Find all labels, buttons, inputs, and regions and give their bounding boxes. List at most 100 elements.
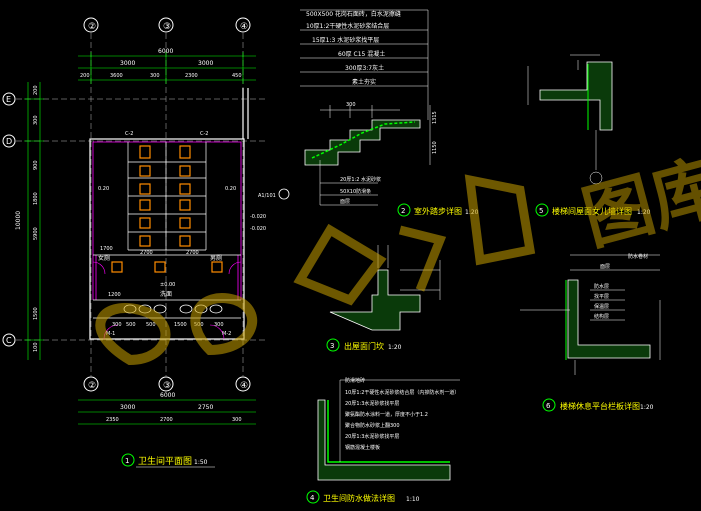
landing-scale: 1:20 xyxy=(640,404,654,411)
stair-note-6: 素土夯实 xyxy=(352,78,376,86)
inner-dim-4: 1200 xyxy=(108,292,121,298)
dim-small-3: 300 xyxy=(150,73,160,79)
landing-title-num: 6 xyxy=(546,402,551,410)
axis-label-d: D xyxy=(6,137,12,146)
section-bubble xyxy=(278,188,290,200)
wp-note-4: 聚氨酯防水涂料一道，厚度不小于1.2 xyxy=(345,411,428,418)
grid-bubble-top-2: ③ xyxy=(163,22,171,32)
detail-landing: 防水卷材 面层 防水层 找平层 保温层 结构层 6 楼梯休息平台栏板详图 1:2… xyxy=(520,253,661,412)
detail-waterproof: 防滑地砖 10厚1:2干硬性水泥砂浆结合层（内掺防水剂一道） 20厚1:3水泥砂… xyxy=(306,377,460,504)
inner-dim-6: 500 xyxy=(146,322,156,328)
elev-2: -0.020 xyxy=(250,214,266,220)
dim-bottom-2: 3000 xyxy=(120,404,135,411)
stair-title-num: 2 xyxy=(401,207,405,215)
landing-note-3: 防水层 xyxy=(594,283,609,290)
stair-section xyxy=(304,119,421,166)
grid-bubble-top-3: ④ xyxy=(240,22,248,32)
grid-bubble-bottom-2: ③ xyxy=(163,381,171,391)
wp-note-5: 聚合物防水砂浆上翻300 xyxy=(345,422,400,429)
landing-title: 楼梯休息平台栏板详图 xyxy=(560,401,640,411)
wp-note-7: 钢筋混凝土楼板 xyxy=(345,444,380,451)
dim-side-2: 300 xyxy=(33,115,39,125)
plan-title-num: 1 xyxy=(125,457,129,465)
dim-bottom-4: 2350 xyxy=(106,417,119,423)
parapet-title: 楼梯间屋面女儿墙详图 xyxy=(552,206,632,216)
stair-note-2: 10厚1:2干硬性水泥砂浆结合层 xyxy=(306,22,389,30)
inner-dim-1: 1700 xyxy=(100,246,113,252)
landing-note-2: 面层 xyxy=(600,264,610,270)
door-label-1: M-1 xyxy=(106,331,115,337)
inner-dim-2: 2700 xyxy=(140,250,153,256)
dim-side-6: 1500 xyxy=(33,307,39,320)
inner-dim-5: 500 xyxy=(126,322,136,328)
wp-note-2: 10厚1:2干硬性水泥砂浆结合层（内掺防水剂一道） xyxy=(345,389,459,396)
window-label-1: C-2 xyxy=(125,131,133,137)
dim-top-2: 3000 xyxy=(198,60,213,67)
wp-title: 卫生间防水做法详图 xyxy=(323,493,395,503)
dim-small-5: 450 xyxy=(232,73,242,79)
landing-note-6: 结构层 xyxy=(594,313,609,320)
dim-side-3: 900 xyxy=(33,160,39,170)
landing-note-5: 保温层 xyxy=(594,303,609,310)
door-scale: 1:20 xyxy=(388,344,402,351)
grid-bubble-bottom-3: ④ xyxy=(240,381,248,391)
dim-small-1: 200 xyxy=(80,73,90,79)
door-sill-section xyxy=(329,269,421,331)
detail-parapet: 5 楼梯间屋面女儿墙详图 1:20 xyxy=(527,54,651,217)
axis-label-c: C xyxy=(6,336,12,345)
wp-title-bubble xyxy=(306,490,320,504)
dim-bottom-6: 300 xyxy=(232,417,242,423)
door-title-num: 3 xyxy=(330,342,334,350)
door-title-bubble xyxy=(326,338,340,352)
plan-title: 卫生间平面图 xyxy=(138,455,192,467)
parapet-title-num: 5 xyxy=(539,207,543,215)
inner-dim-8: 300 xyxy=(112,322,122,328)
wp-scale: 1:10 xyxy=(406,496,420,503)
landing-note-4: 找平层 xyxy=(594,293,609,300)
dim-side-4: 1800 xyxy=(33,192,39,205)
parapet-title-bubble xyxy=(535,203,549,217)
stair-note-5: 300厚3:7灰土 xyxy=(345,64,384,72)
stair-small-1: 20厚1:2 水泥砂浆 xyxy=(340,176,381,183)
stair-note-1: 500X500 花岗石面砖，白水泥擦缝 xyxy=(306,10,401,18)
dim-small-2: 3600 xyxy=(110,73,123,79)
door-title: 出屋面门坎 xyxy=(344,341,384,351)
slope-1: 0.20 xyxy=(98,186,109,192)
landing-section xyxy=(567,279,651,359)
plan-title-bubble xyxy=(121,453,135,467)
stair-note-4: 60厚 C15 混凝土 xyxy=(338,50,385,58)
landing-note-1: 防水卷材 xyxy=(628,253,648,260)
room-label-women: 女厕 xyxy=(98,254,110,262)
grid-bubble-bottom-1: ② xyxy=(88,381,96,391)
dim-side-5: 5900 xyxy=(33,227,39,240)
dim-bottom-5: 2700 xyxy=(160,417,173,423)
stair-small-3: 面层 xyxy=(340,199,350,205)
stair-dim-2: 1150 xyxy=(432,141,438,154)
stair-note-3: 15厚1:3 水泥砂浆找平层 xyxy=(312,36,379,44)
dim-bottom-3: 2750 xyxy=(198,404,213,411)
stair-dim-1: 1315 xyxy=(432,111,438,124)
dim-side-7: 100 xyxy=(33,342,39,352)
stair-title-bubble xyxy=(397,203,411,217)
dim-small-4: 2300 xyxy=(185,73,198,79)
room-label-wash: 洗面 xyxy=(160,290,172,298)
wp-title-num: 4 xyxy=(310,494,315,502)
plan-scale: 1:50 xyxy=(194,459,208,466)
watermark-text: 图库 xyxy=(574,144,701,260)
inner-dim-10: 1500 xyxy=(174,322,187,328)
detail-stair: 500X500 花岗石面砖，白水泥擦缝 10厚1:2干硬性水泥砂浆结合层 15厚… xyxy=(300,9,479,217)
dim-bottom-1: 6000 xyxy=(160,392,175,399)
elev-1: ±0.00 xyxy=(160,282,175,288)
inner-dim-9: 300 xyxy=(214,322,224,328)
slope-2: 0.20 xyxy=(225,186,236,192)
landing-title-bubble xyxy=(542,398,556,412)
dim-side-1: 200 xyxy=(33,85,39,95)
stair-dim-3: 300 xyxy=(346,102,356,108)
elev-3: -0.020 xyxy=(250,226,266,232)
detail-door-sill: 3 出屋面门坎 1:20 xyxy=(326,245,441,352)
floor-plan: ② ③ ④ ④ ③ ② E D C 6000 3000 3000 200 xyxy=(2,17,290,468)
stair-small-2: 50X10防滑条 xyxy=(340,188,371,195)
stair-title: 室外踏步详图 xyxy=(414,206,462,216)
wp-note-3: 20厚1:3水泥砂浆找平层 xyxy=(345,400,399,407)
